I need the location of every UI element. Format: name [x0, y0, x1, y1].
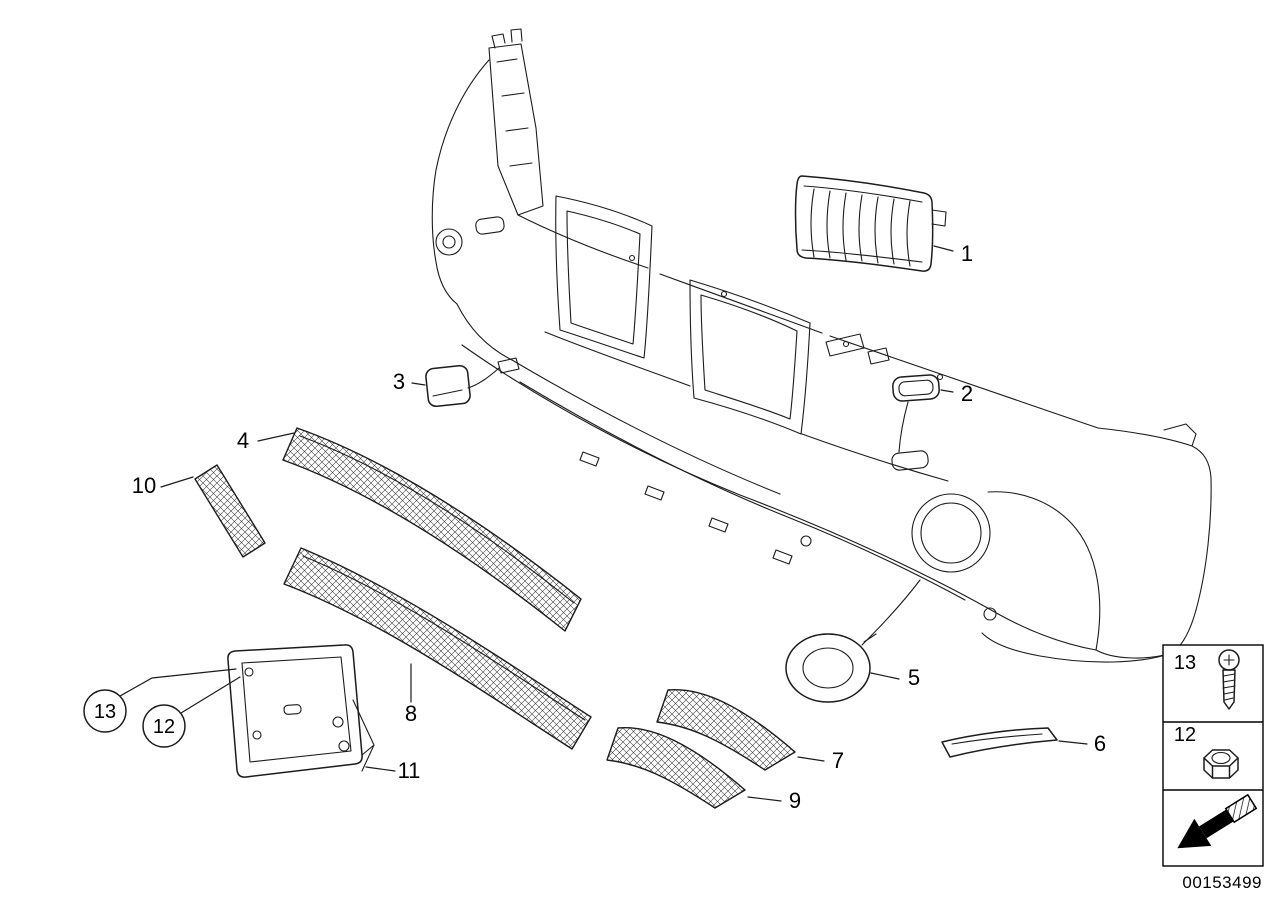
nut-icon — [1203, 749, 1239, 779]
callout-label-6[interactable]: 6 — [1094, 731, 1106, 756]
kidney-grille-part — [794, 175, 947, 272]
upper-grille-mesh-part — [282, 427, 582, 632]
callout-10: 10 — [132, 473, 194, 498]
callout-label-2[interactable]: 2 — [961, 381, 973, 406]
callout-label-4[interactable]: 4 — [237, 428, 249, 453]
callout-label-8[interactable]: 8 — [405, 701, 417, 726]
callout-8: 8 — [405, 663, 417, 726]
callout-6: 6 — [1058, 731, 1106, 756]
callout-label-1[interactable]: 1 — [961, 241, 973, 266]
callout-label-11[interactable]: 11 — [398, 758, 421, 783]
front-bumper-drawing — [431, 28, 1212, 663]
callout-1: 1 — [933, 241, 973, 266]
callout-11: 11 — [365, 758, 421, 783]
license-plate-base-part — [227, 644, 375, 778]
callout-12-circled[interactable]: 12 — [142, 676, 241, 748]
callout-circle-13[interactable] — [83, 689, 127, 733]
tow-hook-cover-part — [425, 364, 471, 408]
callout-3: 3 — [393, 369, 426, 394]
callout-13-circled[interactable]: 13 — [83, 668, 237, 733]
side-grille-right-part — [656, 689, 796, 771]
callout-label-5[interactable]: 5 — [908, 665, 920, 690]
corner-grille-part — [194, 464, 266, 558]
washer-cover-part — [892, 374, 940, 453]
diagram-number: 00153499 — [1182, 873, 1262, 892]
legend-nut-label[interactable]: 12 — [1174, 724, 1196, 746]
legend-box: 13 12 — [1162, 644, 1264, 867]
callout-label-7[interactable]: 7 — [832, 748, 844, 773]
lower-grille-mesh-part — [283, 547, 592, 750]
callout-label-13[interactable]: 13 — [94, 701, 116, 723]
direction-arrow-icon — [1177, 793, 1258, 849]
callout-9: 9 — [747, 788, 801, 813]
legend-row-direction — [1177, 793, 1258, 849]
callout-circle-12[interactable] — [142, 704, 186, 748]
legend-screw-label[interactable]: 13 — [1174, 652, 1196, 674]
fog-light-trim-part — [785, 579, 921, 703]
callout-label-10[interactable]: 10 — [132, 473, 156, 498]
callout-7: 7 — [797, 748, 844, 773]
trim-strip-part — [941, 727, 1058, 758]
side-grille-left-part — [606, 727, 746, 809]
callout-4: 4 — [237, 428, 295, 453]
legend-row-screw: 13 — [1174, 649, 1240, 710]
callout-2: 2 — [940, 381, 973, 406]
callout-label-3[interactable]: 3 — [393, 369, 405, 394]
legend-row-nut: 12 — [1174, 724, 1239, 779]
screw-icon — [1218, 649, 1240, 710]
callout-5: 5 — [870, 665, 920, 690]
callout-label-12[interactable]: 12 — [153, 716, 175, 738]
callout-label-9[interactable]: 9 — [789, 788, 801, 813]
